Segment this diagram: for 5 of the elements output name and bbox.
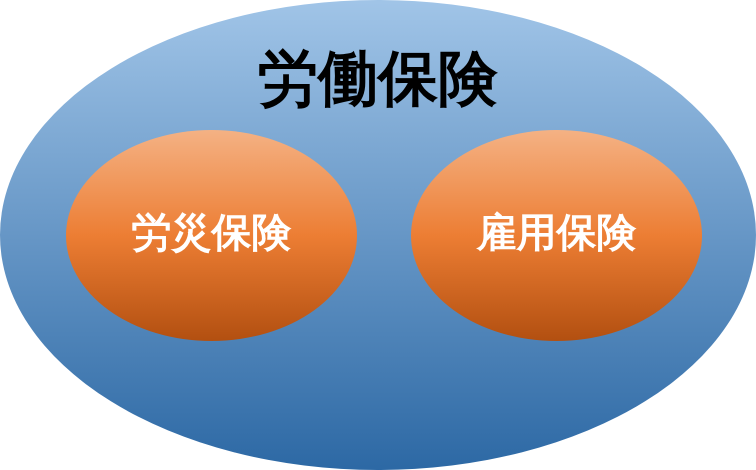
inner-ellipse xyxy=(411,130,702,341)
ellipse-label: 労災保険 xyxy=(132,211,292,255)
inner-ellipse xyxy=(66,130,357,341)
title-text: 労働保険 xyxy=(258,46,498,112)
ellipse-label: 雇用保険 xyxy=(476,211,636,255)
